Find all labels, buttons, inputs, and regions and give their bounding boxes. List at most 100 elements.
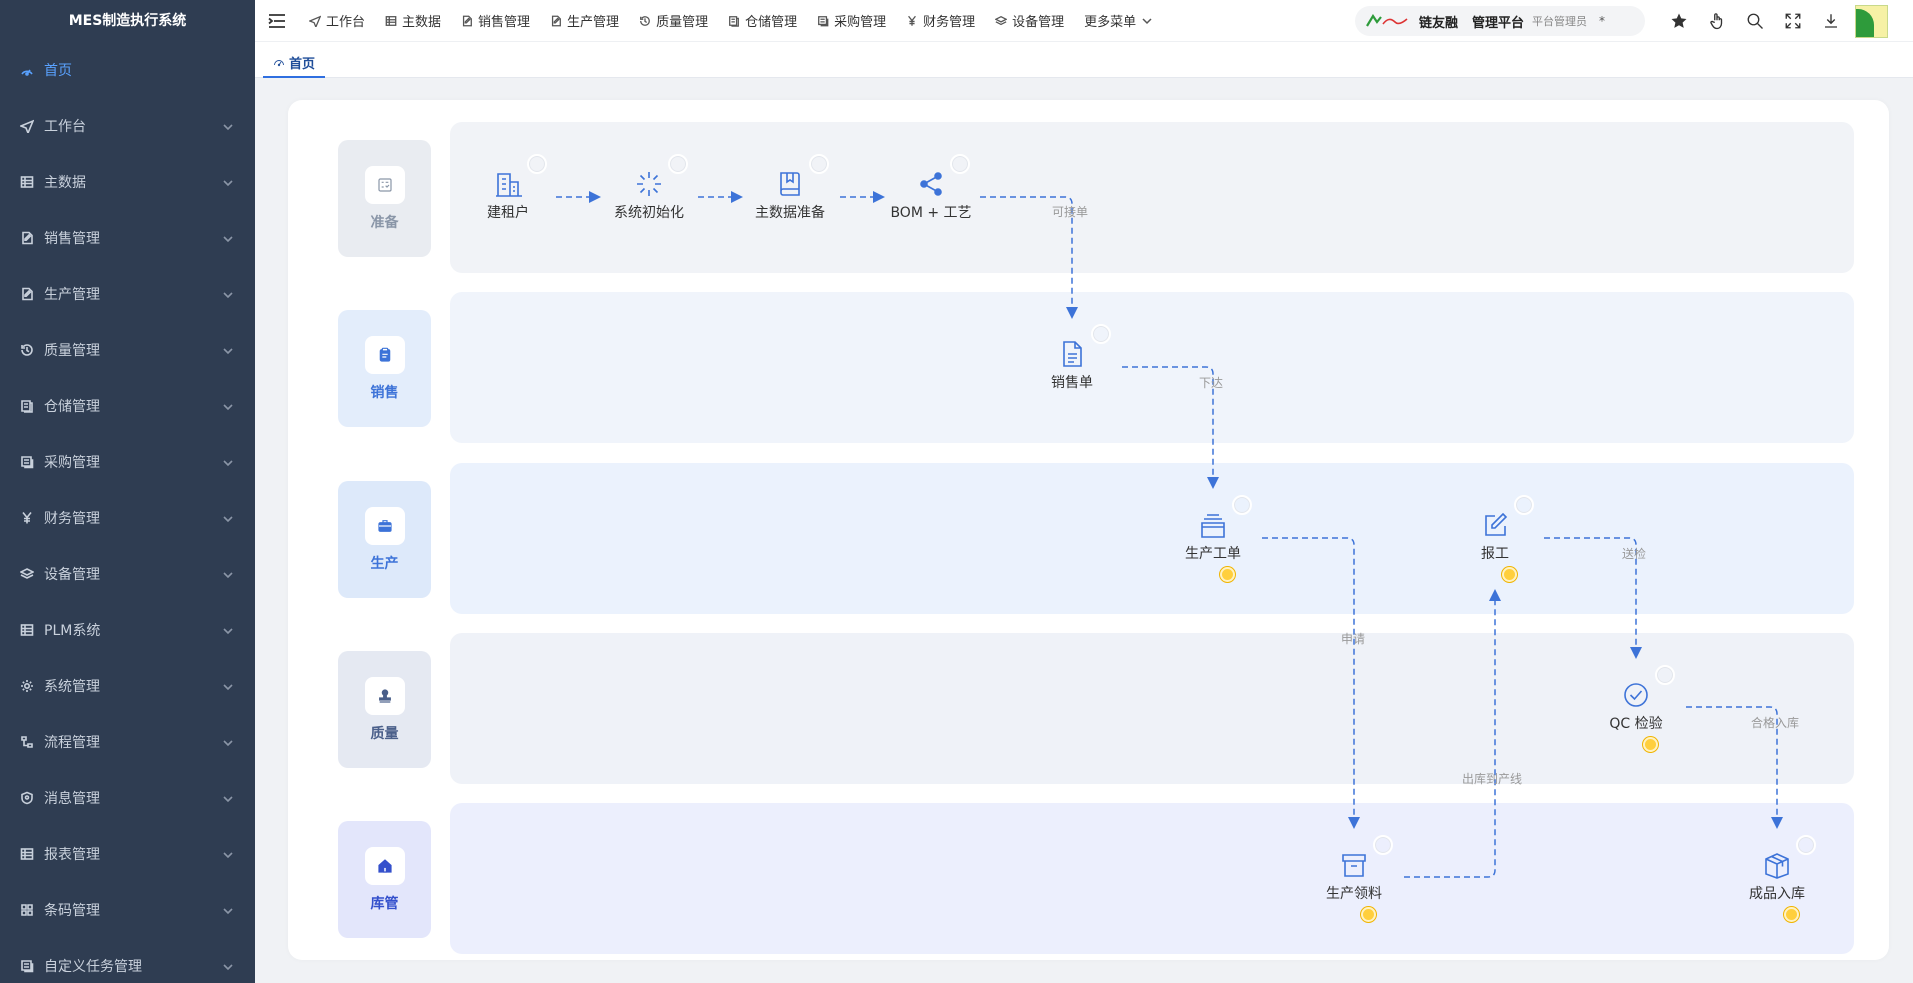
node-label: 系统初始化 xyxy=(614,205,684,221)
clipboard-icon xyxy=(379,347,390,362)
topnav-item-2[interactable]: 销售管理 xyxy=(451,0,540,42)
node-init[interactable]: 系统初始化 xyxy=(594,169,704,222)
chevron-down-icon xyxy=(223,960,233,971)
sidebar-item-6[interactable]: 仓储管理 xyxy=(0,378,255,434)
sidebar-item-7[interactable]: 采购管理 xyxy=(0,434,255,490)
sidebar-item-1[interactable]: 工作台 xyxy=(0,98,255,154)
sidebar-item-0[interactable]: 首页 xyxy=(0,42,255,98)
node-status-ring xyxy=(1655,665,1675,685)
fullscreen-icon[interactable] xyxy=(1774,0,1812,42)
touch-hand-icon[interactable] xyxy=(1698,0,1736,42)
topnav-label: 设备管理 xyxy=(1012,15,1065,30)
purchase-icon xyxy=(818,15,829,26)
lane-title: 销售 xyxy=(370,384,399,401)
node-tenant[interactable]: 建租户 xyxy=(453,169,563,222)
lane-label-3: 质量 xyxy=(338,651,431,768)
sidebar-item-label: PLM系统 xyxy=(44,623,101,639)
lane-title: 准备 xyxy=(370,214,399,231)
shield-icon xyxy=(20,791,34,805)
favorite-star-icon[interactable] xyxy=(1660,0,1698,42)
lane-label-2: 生产 xyxy=(338,481,431,598)
node-qc-icon xyxy=(1621,680,1651,710)
app-title: MES制造执行系统 xyxy=(68,13,187,29)
sidebar-item-label: 消息管理 xyxy=(44,791,100,807)
topnav-item-9[interactable]: 更多菜单 xyxy=(1074,0,1162,42)
tenant-brand: 链友融 xyxy=(1419,15,1459,31)
node-tenant-icon xyxy=(493,169,523,199)
yen-icon xyxy=(908,15,917,26)
sidebar-item-13[interactable]: 消息管理 xyxy=(0,770,255,826)
node-fg-icon xyxy=(1762,850,1792,880)
topnav-item-6[interactable]: 采购管理 xyxy=(807,0,896,42)
sidebar-item-5[interactable]: 质量管理 xyxy=(0,322,255,378)
node-fg[interactable]: 成品入库 xyxy=(1722,850,1832,903)
sidebar-item-14[interactable]: 报表管理 xyxy=(0,826,255,882)
topnav-label: 财务管理 xyxy=(923,15,976,30)
sidebar-item-label: 主数据 xyxy=(44,175,86,191)
topnav-item-1[interactable]: 主数据 xyxy=(375,0,451,42)
sidebar-item-label: 仓储管理 xyxy=(44,399,100,415)
node-salesorder[interactable]: 销售单 xyxy=(1017,339,1127,392)
toolbar xyxy=(1660,0,1850,42)
edge-label-to_inspect: 送检 xyxy=(1622,547,1647,561)
search-icon[interactable] xyxy=(1736,0,1774,42)
topnav-item-5[interactable]: 仓储管理 xyxy=(718,0,807,42)
grid-icon xyxy=(20,847,34,861)
dashboard-icon xyxy=(274,59,284,66)
sidebar-item-11[interactable]: 系统管理 xyxy=(0,658,255,714)
node-status-ring xyxy=(950,154,970,174)
node-status-ring xyxy=(668,154,688,174)
checklist-icon xyxy=(377,177,392,192)
sidebar-item-label: 系统管理 xyxy=(44,679,100,695)
download-icon[interactable] xyxy=(1812,0,1850,42)
chevron-down-icon xyxy=(223,568,233,579)
tab-home[interactable]: 首页 xyxy=(263,49,326,78)
sidebar-item-4[interactable]: 生产管理 xyxy=(0,266,255,322)
chevron-down-icon xyxy=(223,176,233,187)
tenant-platform: 管理平台 xyxy=(1472,15,1525,31)
lane-label-1: 销售 xyxy=(338,310,431,427)
sidebar-item-9[interactable]: 设备管理 xyxy=(0,546,255,602)
node-status-ring xyxy=(1514,495,1534,515)
chevron-down-icon xyxy=(223,680,233,691)
node-masterdata[interactable]: 主数据准备 xyxy=(735,169,845,222)
sidebar-item-15[interactable]: 条码管理 xyxy=(0,882,255,938)
node-report[interactable]: 报工 xyxy=(1440,510,1550,563)
sidebar-item-label: 报表管理 xyxy=(44,847,100,863)
node-workorder[interactable]: 生产工单 xyxy=(1158,510,1268,563)
lane-3 xyxy=(450,633,1854,784)
sidebar-item-label: 采购管理 xyxy=(44,455,100,471)
lane-4 xyxy=(450,803,1854,954)
topnav-label: 质量管理 xyxy=(656,15,709,30)
sidebar-item-10[interactable]: PLM系统 xyxy=(0,602,255,658)
menu-toggle-icon[interactable] xyxy=(255,0,299,42)
sidebar-item-12[interactable]: 流程管理 xyxy=(0,714,255,770)
layers-icon xyxy=(995,15,1008,25)
sidebar-item-16[interactable]: 自定义任务管理 xyxy=(0,938,255,983)
sidebar-item-3[interactable]: 销售管理 xyxy=(0,210,255,266)
node-init-icon xyxy=(634,169,664,199)
node-label: 生产领料 xyxy=(1326,886,1382,902)
node-picking[interactable]: 生产领料 xyxy=(1299,850,1409,903)
topnav-item-0[interactable]: 工作台 xyxy=(299,0,375,42)
node-qc[interactable]: QC 检验 xyxy=(1581,680,1691,733)
node-report-icon xyxy=(1480,510,1510,540)
topnav-item-4[interactable]: 质量管理 xyxy=(629,0,718,42)
node-label: 成品入库 xyxy=(1749,886,1805,902)
chevron-down-icon xyxy=(223,736,233,747)
coin-icon xyxy=(1643,737,1658,752)
node-status-ring xyxy=(809,154,829,174)
node-label: BOM + 工艺 xyxy=(890,205,972,221)
sidebar-item-8[interactable]: 财务管理 xyxy=(0,490,255,546)
edge-label-out_to_line: 出库到产线 xyxy=(1462,772,1523,786)
lane-label-0: 准备 xyxy=(338,140,431,257)
topnav-item-3[interactable]: 生产管理 xyxy=(540,0,629,42)
topnav-item-8[interactable]: 设备管理 xyxy=(985,0,1074,42)
node-label: 销售单 xyxy=(1051,375,1093,391)
avatar[interactable] xyxy=(1855,5,1888,38)
topnav-item-7[interactable]: 财务管理 xyxy=(896,0,985,42)
node-bom[interactable]: BOM + 工艺 xyxy=(876,169,986,222)
tenant-switcher[interactable]: 链友融 管理平台 平台管理员 * xyxy=(1355,6,1645,36)
tenant-mark[interactable]: * xyxy=(1599,14,1606,28)
sidebar-item-2[interactable]: 主数据 xyxy=(0,154,255,210)
